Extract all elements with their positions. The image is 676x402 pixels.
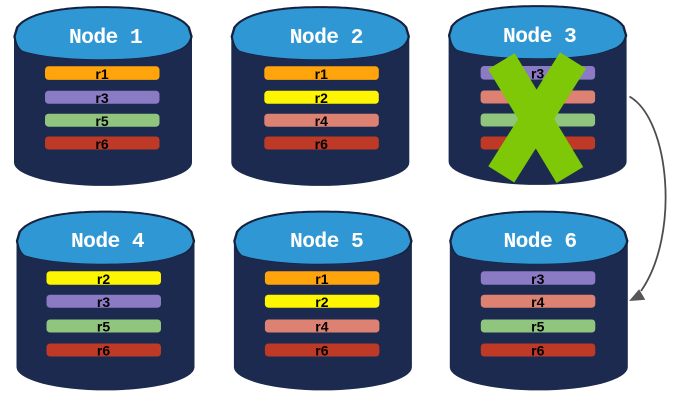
svg-text:r3: r3 xyxy=(95,90,108,106)
svg-text:r3: r3 xyxy=(531,271,544,287)
svg-text:r4: r4 xyxy=(531,294,544,310)
svg-text:r1: r1 xyxy=(95,66,108,82)
svg-text:r2: r2 xyxy=(97,271,110,287)
svg-text:r6: r6 xyxy=(97,343,110,359)
svg-text:Node 4: Node 4 xyxy=(71,230,145,254)
svg-text:r5: r5 xyxy=(95,113,108,129)
svg-text:r3: r3 xyxy=(531,66,544,82)
svg-text:r4: r4 xyxy=(315,319,328,335)
svg-text:Node 3: Node 3 xyxy=(503,25,576,49)
svg-text:r5: r5 xyxy=(97,319,110,335)
svg-text:r6: r6 xyxy=(531,343,544,359)
svg-text:r2: r2 xyxy=(315,90,328,106)
svg-text:r1: r1 xyxy=(315,271,328,287)
svg-text:Node 6: Node 6 xyxy=(503,230,576,254)
svg-text:r1: r1 xyxy=(315,66,328,82)
svg-text:r6: r6 xyxy=(95,136,108,152)
svg-text:r3: r3 xyxy=(97,294,110,310)
svg-text:Node 1: Node 1 xyxy=(69,26,142,50)
svg-text:r4: r4 xyxy=(315,113,328,129)
svg-text:r6: r6 xyxy=(315,136,328,152)
svg-text:r6: r6 xyxy=(315,343,328,359)
svg-text:r5: r5 xyxy=(531,319,544,335)
svg-text:r2: r2 xyxy=(315,294,328,310)
svg-text:Node 5: Node 5 xyxy=(290,230,363,254)
svg-text:Node 2: Node 2 xyxy=(290,26,363,50)
